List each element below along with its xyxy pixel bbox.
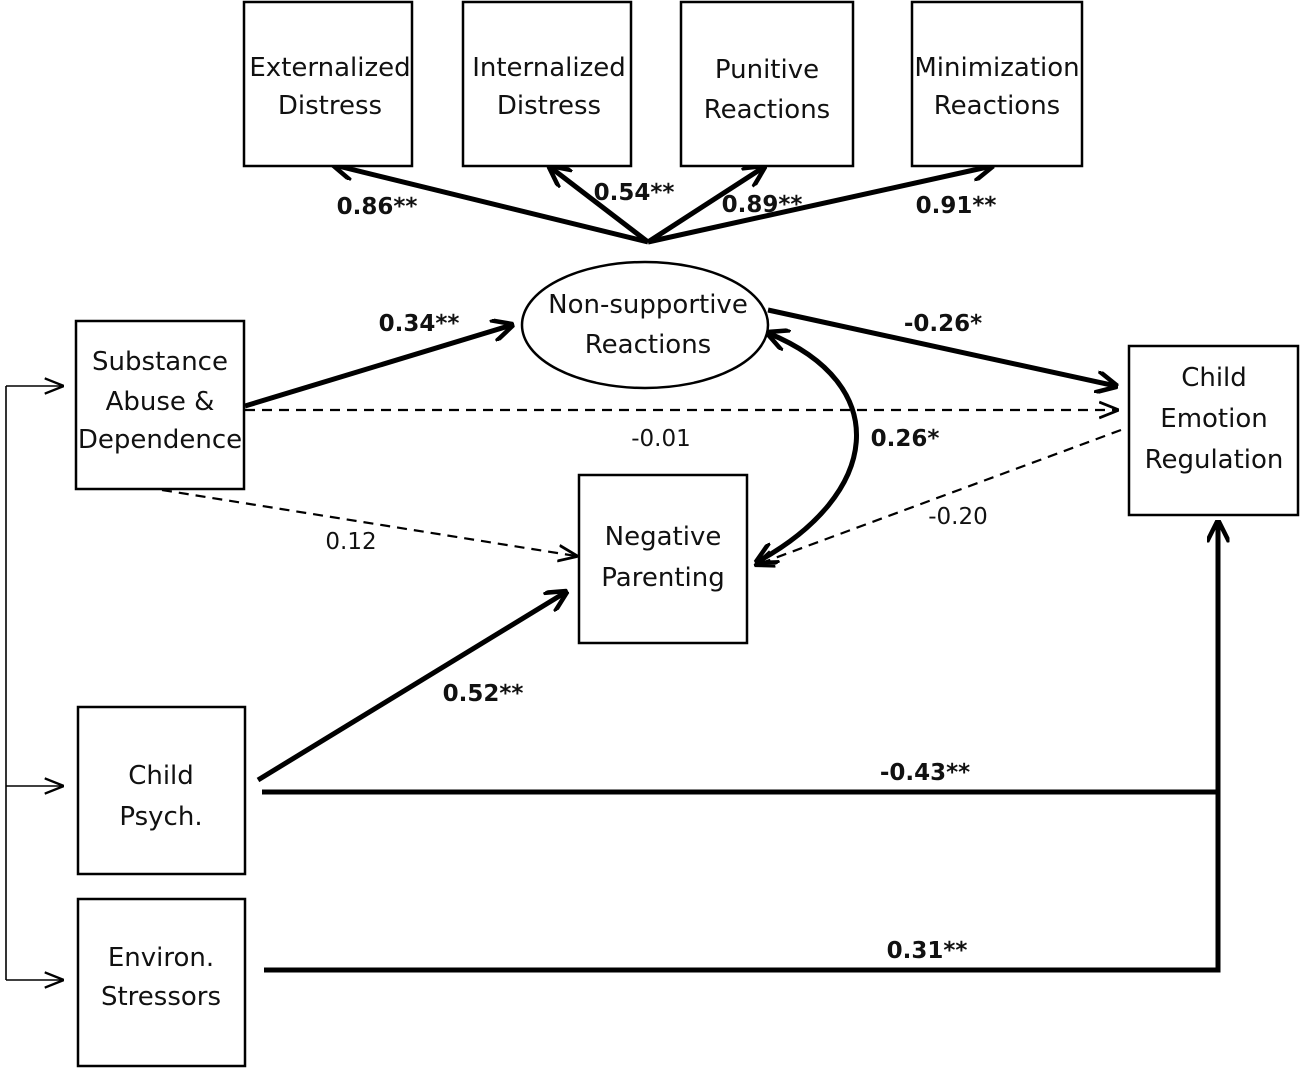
svg-text:Substance: Substance <box>92 347 228 377</box>
svg-text:Psych.: Psych. <box>119 802 202 832</box>
svg-text:Minimization: Minimization <box>914 53 1079 83</box>
svg-text:Distress: Distress <box>497 91 601 121</box>
node-non-supportive-reactions: Non-supportive Reactions <box>520 260 770 390</box>
node-externalized-distress: Externalized Distress <box>242 0 414 168</box>
coef-substance-to-regulation: -0.01 <box>631 426 691 452</box>
coef-substance-to-nonsupportive: 0.34** <box>379 311 460 337</box>
coef-covariance: 0.26* <box>871 426 940 452</box>
svg-text:Regulation: Regulation <box>1145 445 1284 475</box>
svg-text:Punitive: Punitive <box>715 55 819 85</box>
path-nonsupportive-to-regulation <box>767 307 1116 386</box>
node-negative-parenting: Negative Parenting <box>577 473 749 645</box>
svg-text:Negative: Negative <box>605 522 722 552</box>
coef-nonsupportive-to-regulation: -0.26* <box>904 311 982 337</box>
node-punitive-reactions: Punitive Reactions <box>679 0 855 168</box>
svg-text:Emotion: Emotion <box>1160 404 1267 434</box>
node-internalized-distress: Internalized Distress <box>461 0 633 168</box>
path-to-externalized <box>334 165 649 245</box>
coef-stressors-to-regulation: 0.31** <box>887 938 968 964</box>
coef-to-externalized: 0.86** <box>337 194 418 220</box>
node-child-psych: Child Psych. <box>76 705 247 876</box>
path-to-minimization <box>647 166 992 245</box>
svg-text:Environ.: Environ. <box>108 943 214 973</box>
path-to-punitive <box>646 167 764 245</box>
svg-text:Distress: Distress <box>278 91 382 121</box>
path-stressors-to-regulation <box>264 522 1218 973</box>
svg-text:Stressors: Stressors <box>101 982 221 1012</box>
node-substance-abuse: Substance Abuse & Dependence <box>74 319 246 491</box>
path-substance-to-nonsupportive <box>244 325 512 409</box>
path-substance-to-parenting <box>161 488 576 556</box>
svg-text:Non-supportive: Non-supportive <box>548 290 748 320</box>
coef-to-punitive: 0.89** <box>722 192 803 218</box>
node-minimization-reactions: Minimization Reactions <box>910 0 1084 168</box>
path-to-internalized <box>550 167 650 244</box>
svg-text:Reactions: Reactions <box>585 330 711 360</box>
svg-text:Externalized: Externalized <box>249 53 410 83</box>
path-psych-to-parenting <box>256 592 566 783</box>
coef-to-minimization: 0.91** <box>916 193 997 219</box>
svg-text:Dependence: Dependence <box>78 425 242 455</box>
coef-substance-to-parenting: 0.12 <box>325 529 376 555</box>
coef-psych-to-regulation: -0.43** <box>880 760 970 786</box>
svg-text:Reactions: Reactions <box>934 91 1060 121</box>
coef-to-internalized: 0.54** <box>594 180 675 206</box>
svg-text:Child: Child <box>1181 363 1247 393</box>
svg-text:Parenting: Parenting <box>601 563 724 593</box>
svg-text:Abuse &: Abuse & <box>106 387 215 417</box>
coef-parenting-to-regulation: -0.20 <box>928 504 988 530</box>
node-child-emotion-regulation: Child Emotion Regulation <box>1127 344 1300 517</box>
svg-text:Child: Child <box>128 761 194 791</box>
svg-text:Reactions: Reactions <box>704 95 830 125</box>
path-covariance-nonsupportive-parenting <box>757 333 859 562</box>
coef-psych-to-parenting: 0.52** <box>443 681 524 707</box>
svg-text:Internalized: Internalized <box>472 53 626 83</box>
path-parenting-to-regulation <box>756 428 1122 565</box>
node-environ-stressors: Environ. Stressors <box>76 897 247 1068</box>
